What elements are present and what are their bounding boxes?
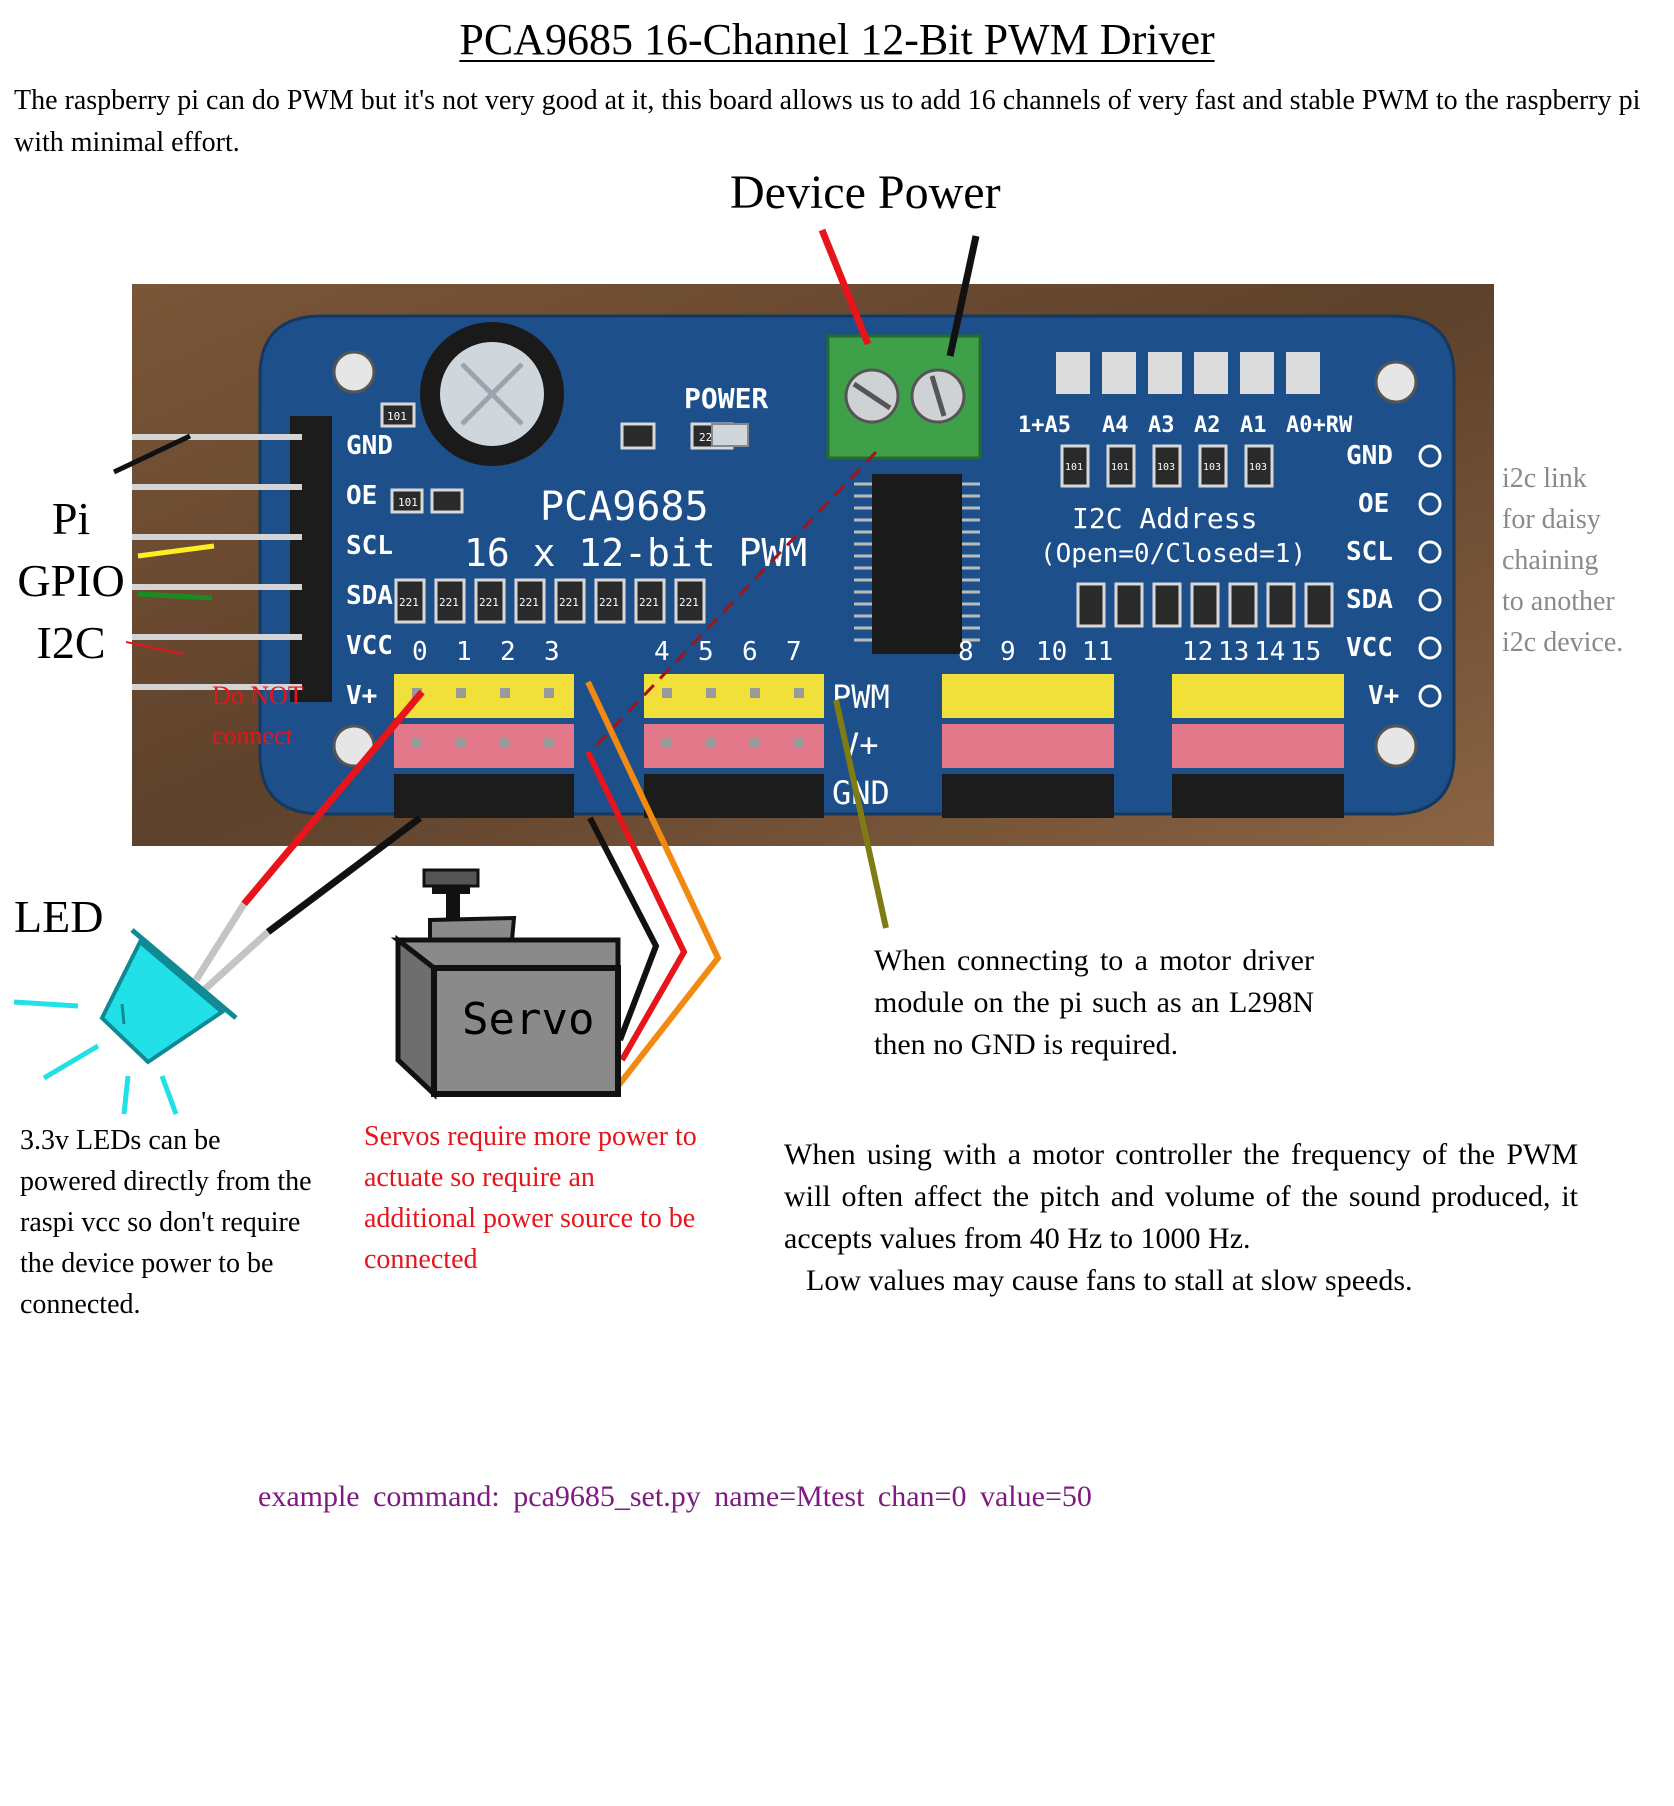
frequency-note: When using with a motor controller the f… (784, 1134, 1578, 1302)
motor-driver-note: When connecting to a motor driver module… (874, 940, 1314, 1066)
dashed-power-link (590, 452, 876, 752)
led-note: 3.3v LEDs can be powered directly from t… (20, 1120, 320, 1325)
servo-label: Servo (462, 994, 594, 1045)
led-wire-black (268, 818, 420, 932)
led-leg-1 (196, 904, 244, 980)
i2c-link-note: i2c link for daisy chaining to another i… (1502, 458, 1623, 663)
power-wire-black (950, 236, 976, 356)
scl-wire-yellow (138, 546, 214, 556)
pi-gpio-i2c-label: Pi GPIO I2C (6, 488, 136, 674)
led-leg-2 (204, 932, 268, 990)
do-not-connect-label: Do NOT connect (212, 676, 304, 756)
example-command: example command: pca9685_set.py name=Mte… (258, 1480, 1092, 1514)
motor-pointer-olive (836, 700, 886, 928)
sda-wire-green (138, 594, 212, 598)
servo-note: Servos require more power to actuate so … (364, 1116, 704, 1280)
servo-icon: Servo (398, 870, 618, 1094)
led-label: LED (14, 890, 103, 943)
gnd-wire-black-left (114, 436, 190, 472)
power-wire-red (822, 230, 868, 344)
led-icon (14, 930, 236, 1114)
